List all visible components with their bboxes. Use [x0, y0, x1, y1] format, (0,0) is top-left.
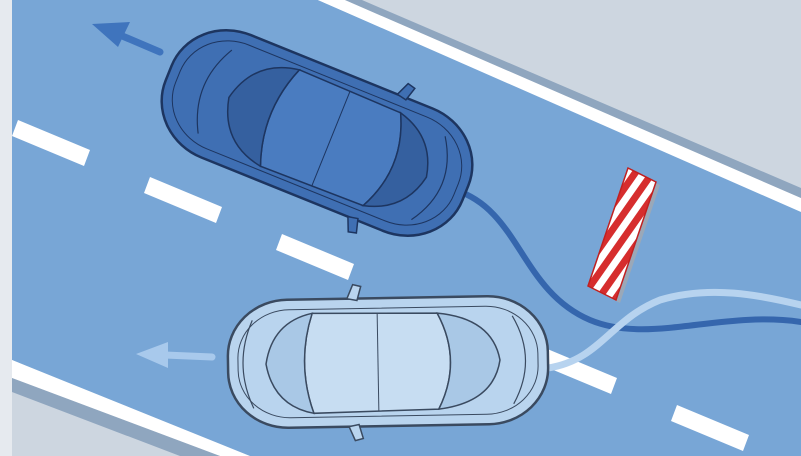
left-margin-strip: [0, 0, 12, 456]
car-light: [227, 281, 550, 443]
